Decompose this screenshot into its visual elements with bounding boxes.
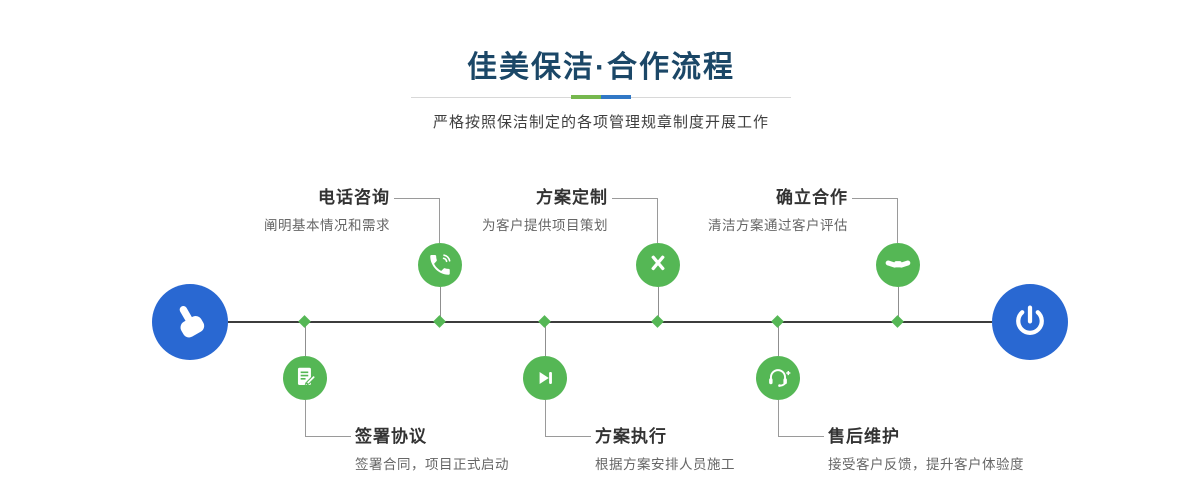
step-label: 签署协议 签署合同，项目正式启动 [355, 426, 625, 473]
connector-stub [898, 287, 899, 322]
timeline-diamond [538, 315, 551, 328]
page-title: 佳美保洁·合作流程 [467, 51, 735, 84]
step-node [283, 356, 327, 400]
step-description: 接受客户反馈，提升客户体验度 [828, 457, 1024, 472]
step-title: 方案定制 [536, 188, 608, 207]
connector-line [778, 400, 824, 437]
step-label: 售后维护 接受客户反馈，提升客户体验度 [828, 426, 1098, 473]
contract-icon [292, 365, 318, 391]
connector-stub [305, 323, 306, 356]
step-node [756, 356, 800, 400]
timeline-diamond [771, 315, 784, 328]
connector-line [852, 198, 898, 243]
process-end-node [992, 284, 1068, 360]
step-node [636, 243, 680, 287]
step-title: 方案执行 [595, 427, 667, 446]
step-label: 确立合作 清洁方案通过客户评估 [608, 187, 848, 234]
page-subtitle: 严格按照保洁制定的各项管理规章制度开展工作 [432, 114, 769, 131]
connector-stub [658, 287, 659, 322]
connector-stub [440, 287, 441, 322]
step-node [418, 243, 462, 287]
pointing-hand-icon [169, 301, 211, 343]
step-label: 方案定制 为客户提供项目策划 [368, 187, 608, 234]
timeline-line [228, 321, 992, 323]
step-node [523, 356, 567, 400]
handshake-icon [885, 252, 911, 278]
step-label: 方案执行 根据方案安排人员施工 [595, 426, 865, 473]
step-description: 清洁方案通过客户评估 [708, 218, 848, 233]
connector-line [305, 400, 351, 437]
phone-icon [427, 252, 453, 278]
connector-stub [545, 323, 546, 356]
step-title: 电话咨询 [318, 188, 390, 207]
timeline-diamond [433, 315, 446, 328]
play-next-icon [532, 365, 558, 391]
step-description: 为客户提供项目策划 [482, 218, 608, 233]
step-description: 阐明基本情况和需求 [264, 218, 390, 233]
connector-line [612, 198, 658, 243]
step-description: 签署合同，项目正式启动 [355, 457, 509, 472]
timeline-diamond [891, 315, 904, 328]
power-icon [1010, 302, 1050, 342]
connector-line [394, 198, 440, 243]
title-divider-green-segment [571, 95, 601, 99]
step-node [876, 243, 920, 287]
headset-icon [765, 365, 791, 391]
timeline-diamond [651, 315, 664, 328]
process-start-node [152, 284, 228, 360]
step-title: 确立合作 [776, 188, 848, 207]
timeline-diamond [298, 315, 311, 328]
connector-line [545, 400, 591, 437]
step-title: 售后维护 [828, 427, 900, 446]
pen-tools-icon [645, 252, 671, 278]
connector-stub [778, 323, 779, 356]
step-title: 签署协议 [355, 427, 427, 446]
step-description: 根据方案安排人员施工 [595, 457, 735, 472]
title-divider-blue-segment [601, 95, 631, 99]
step-label: 电话咨询 阐明基本情况和需求 [150, 187, 390, 234]
